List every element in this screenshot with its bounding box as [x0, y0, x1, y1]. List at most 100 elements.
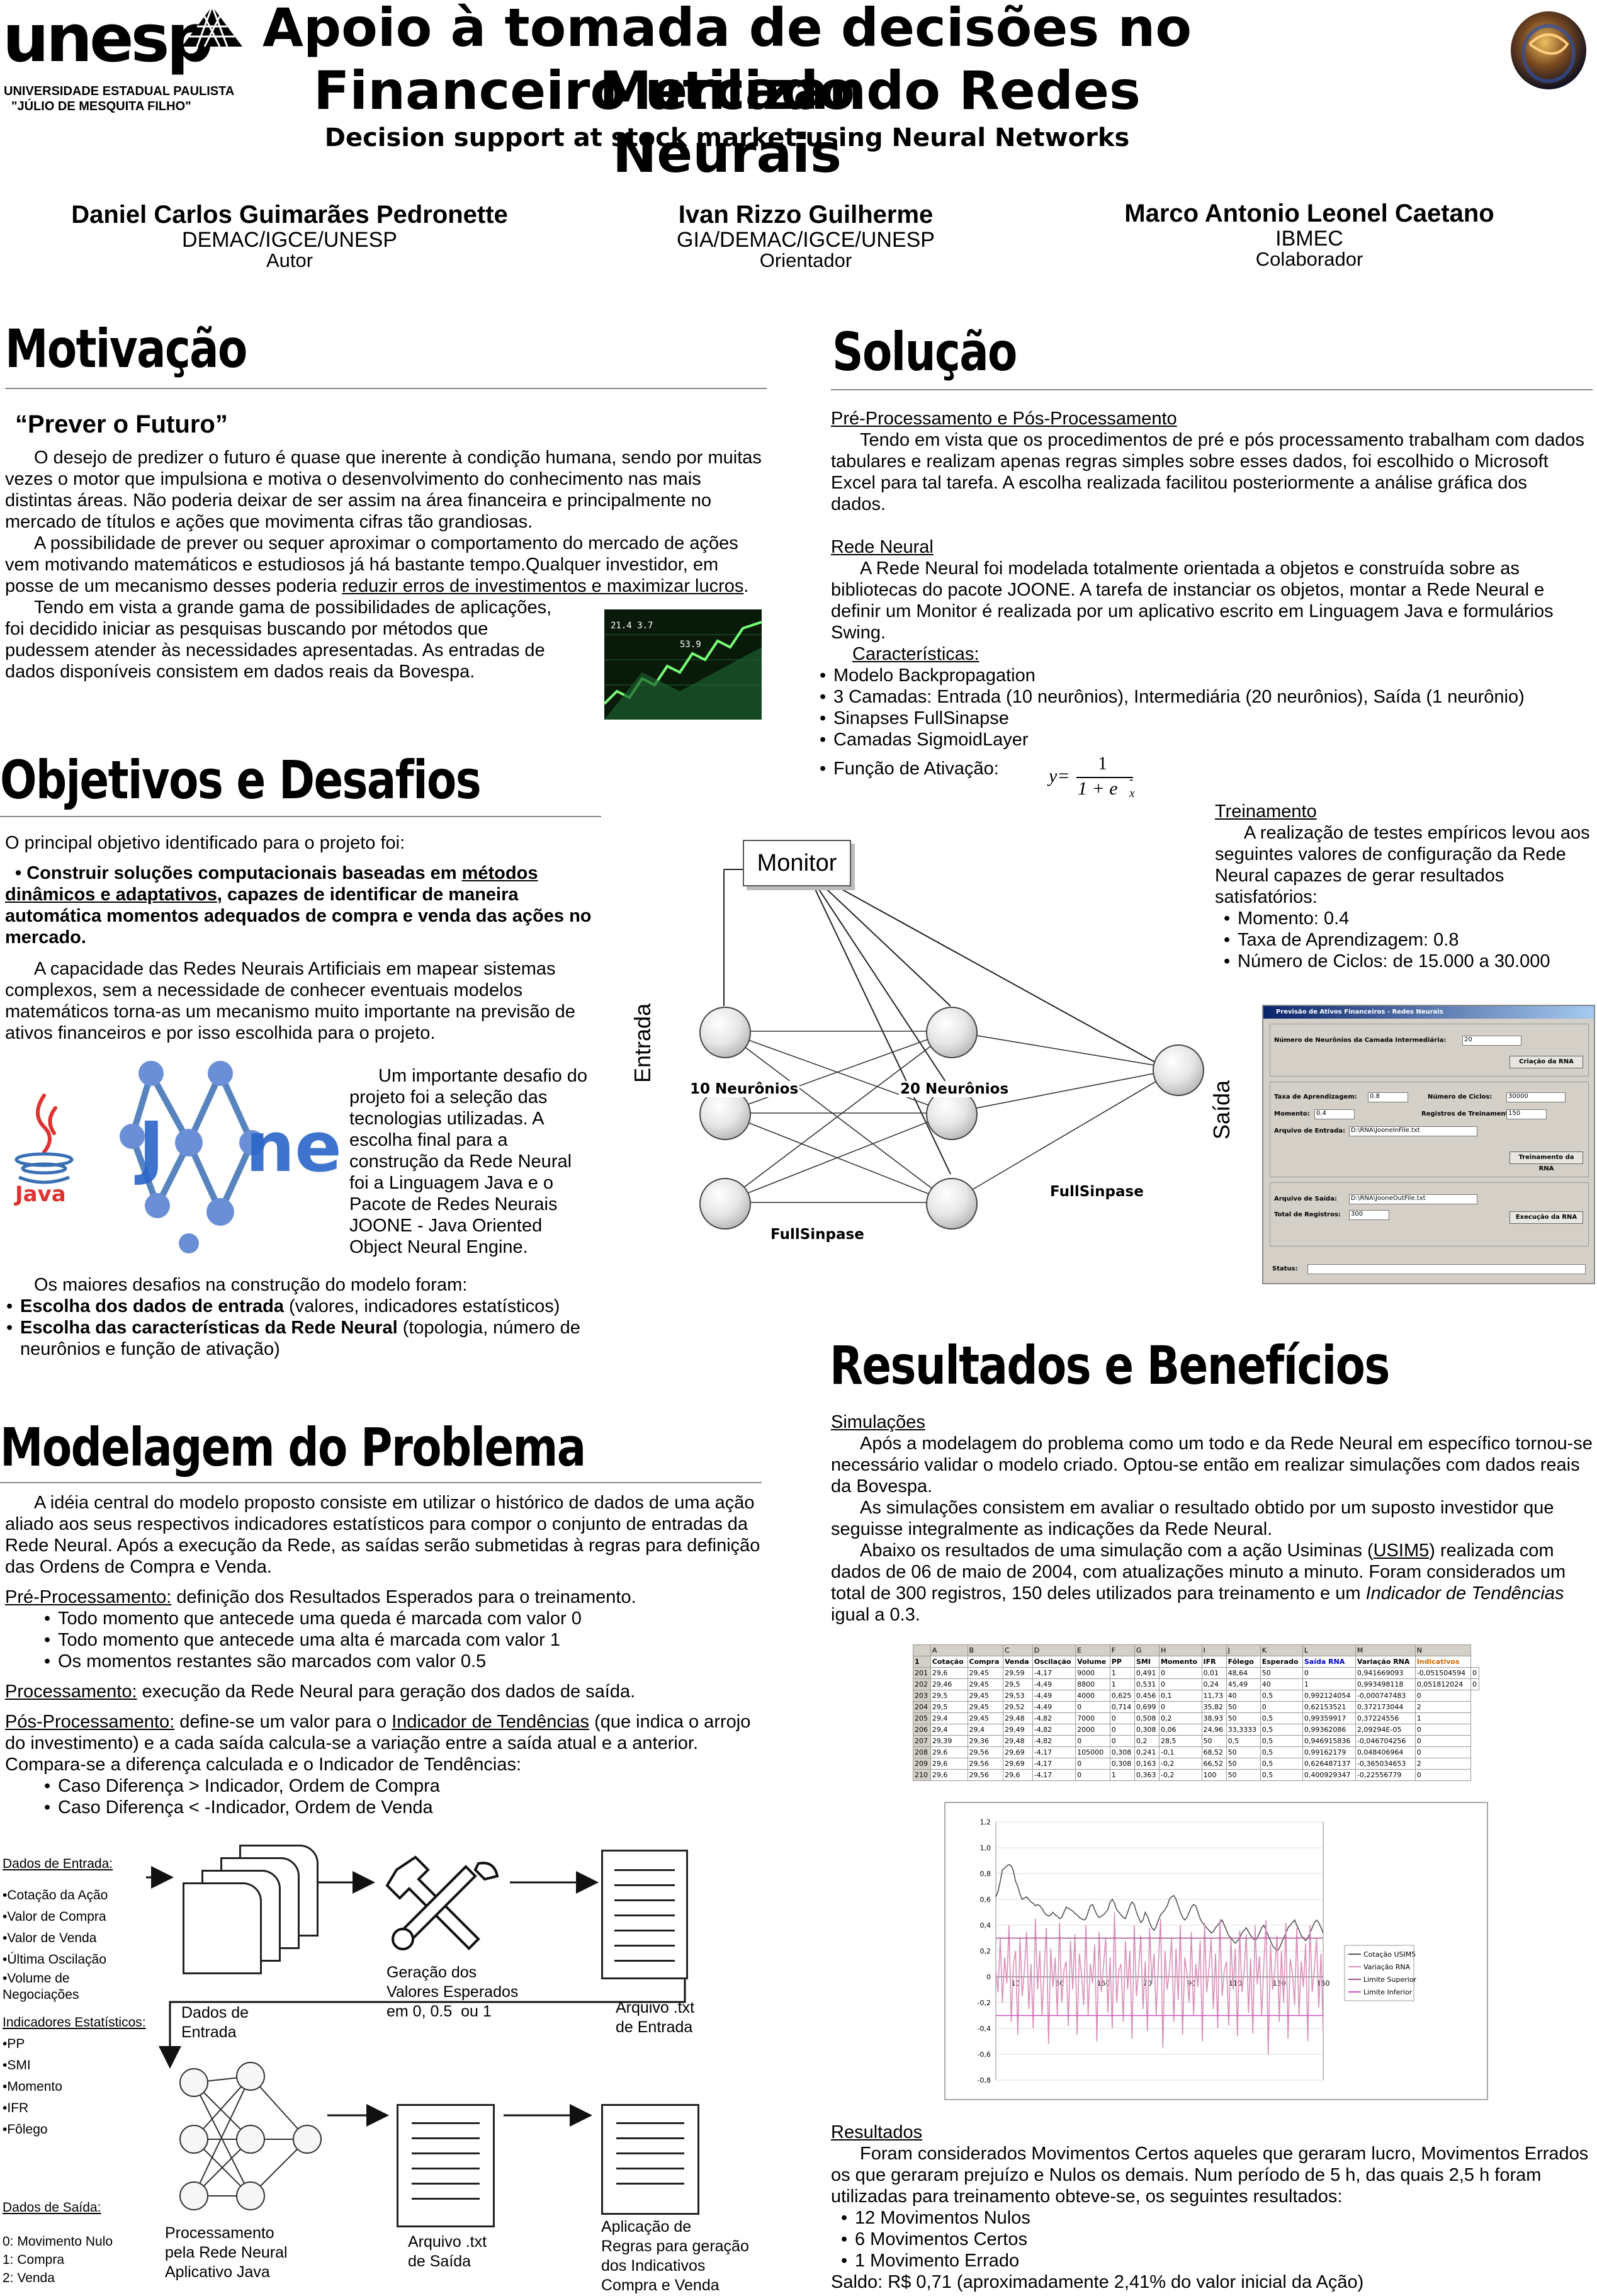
- momentum-field[interactable]: 0.4: [1314, 1109, 1355, 1119]
- list-item: Os momentos restantes são marcados com v…: [43, 1651, 767, 1672]
- output-file-field[interactable]: D:\RNA\JooneOutFile.txt: [1349, 1194, 1477, 1204]
- table-cell: 0,363: [1134, 1769, 1160, 1781]
- svg-text:53.9: 53.9: [680, 640, 701, 650]
- list-item: Escolha das características da Rede Neur…: [5, 1317, 603, 1360]
- table-cell: 29,69: [1003, 1746, 1033, 1758]
- table-cell: 0: [1158, 1667, 1202, 1679]
- table-cell: -4,82: [1032, 1724, 1076, 1736]
- table-cell: 50: [1226, 1746, 1261, 1758]
- legend-item: 1: Compra: [3, 2253, 65, 2267]
- y-tick-label: -0,4: [978, 2025, 991, 2033]
- table-cell: H: [1158, 1644, 1202, 1656]
- treinamento-text: Treinamento A realização de testes empír…: [1215, 801, 1593, 972]
- table-cell: 0,62153521: [1302, 1701, 1356, 1713]
- saldo: Saldo: R$ 0,71 (aproximadamente 2,41% do…: [831, 2272, 1364, 2292]
- section-heading-objetivos: Objetivos e Desafios: [0, 749, 482, 811]
- y-tick-label: 0,4: [980, 1921, 991, 1930]
- legend-item: •Fôlego: [3, 2122, 48, 2137]
- window-titlebar: Previsão de Ativos Financeiros - Redes N…: [1263, 1006, 1594, 1019]
- table-cell: 29,48: [1003, 1735, 1033, 1747]
- author-role: Orientador: [759, 249, 852, 271]
- paragraph: A idéia central do modelo proposto consi…: [5, 1493, 760, 1577]
- author-role: Autor: [266, 249, 313, 271]
- subheading: Treinamento: [1215, 801, 1317, 822]
- create-rna-button[interactable]: Criação da RNA: [1510, 1056, 1583, 1068]
- legend-item: •IFR: [3, 2101, 29, 2115]
- table-cell: I: [1201, 1644, 1227, 1656]
- resultados-text: Simulações Após a modelagem do problema …: [831, 1411, 1593, 1626]
- y-tick-label: 1,2: [980, 1818, 991, 1826]
- results-text: Resultados Foram considerados Movimentos…: [831, 2122, 1593, 2293]
- table-cell: 0,163: [1134, 1758, 1160, 1770]
- svg-text:21.4 3.7: 21.4 3.7: [611, 621, 653, 631]
- layer-label-20: 20 Neurônios: [899, 1081, 1010, 1097]
- synapse-label-2: FullSinpase: [1050, 1184, 1144, 1200]
- cycles-field[interactable]: 30000: [1506, 1092, 1566, 1102]
- synapse-line: [950, 1031, 1178, 1070]
- stock-chart-image: 21.4 3.7 53.9: [603, 609, 762, 720]
- y-tick-label: -0,6: [978, 2050, 991, 2059]
- table-cell: 29,5: [930, 1690, 968, 1702]
- table-cell: 1: [1302, 1678, 1356, 1690]
- list-item: Escolha dos dados de entrada (valores, i…: [5, 1296, 603, 1317]
- section-heading-motivacao: Motivação: [5, 318, 247, 380]
- input-file-field[interactable]: D:\RNA\JooneInFile.txt: [1349, 1126, 1477, 1136]
- table-cell: 0,400929347: [1302, 1769, 1356, 1781]
- table-cell: F: [1109, 1644, 1135, 1656]
- total-records-field[interactable]: 300: [1349, 1210, 1389, 1220]
- author-2: Ivan Rizzo Guilherme GIA/DEMAC/IGCE/UNES…: [604, 200, 1007, 271]
- table-cell: 48,64: [1226, 1667, 1261, 1679]
- table-cell: -4,82: [1032, 1735, 1076, 1747]
- table-cell: 0,241: [1134, 1746, 1160, 1758]
- table-cell: 206: [913, 1724, 931, 1736]
- table-cell: 0,993498118: [1355, 1678, 1416, 1690]
- train-rna-button[interactable]: Treinamento da RNA: [1510, 1151, 1583, 1172]
- table-cell: -4,17: [1032, 1769, 1076, 1781]
- table-cell: 1: [1414, 1712, 1472, 1724]
- table-cell: 2: [1414, 1758, 1472, 1770]
- table-cell: 0,5: [1260, 1712, 1303, 1724]
- table-cell: 2: [1414, 1701, 1472, 1713]
- layer-label-10: 10 Neurônios: [689, 1081, 800, 1097]
- table-cell: IFR: [1201, 1656, 1227, 1668]
- desafio-text: Um importante desafio do projeto foi a s…: [349, 1066, 588, 1257]
- table-cell: 1: [913, 1656, 931, 1668]
- table-cell: M: [1355, 1644, 1416, 1656]
- brain-image: [1504, 6, 1593, 101]
- execute-rna-button[interactable]: Execução da RNA: [1510, 1211, 1583, 1224]
- learning-rate-field[interactable]: 0.8: [1368, 1092, 1408, 1102]
- modelagem-text: A idéia central do modelo proposto consi…: [5, 1492, 767, 1818]
- y-tick-label: -0,8: [978, 2076, 991, 2084]
- synapse-line: [723, 1031, 951, 1114]
- table-cell: 0: [1109, 1724, 1135, 1736]
- table-cell: 100: [1201, 1769, 1227, 1781]
- series-line: [995, 1863, 1324, 1952]
- paragraph: Pós-Processamento: define-se um valor pa…: [5, 1712, 751, 1775]
- author-affiliation: IBMEC: [1275, 227, 1343, 251]
- table-cell: 203: [913, 1690, 931, 1702]
- author-name: Ivan Rizzo Guilherme: [678, 201, 934, 229]
- table-cell: 4000: [1075, 1690, 1110, 1702]
- flow-label-geracao: Geração dos Valores Esperados em 0, 0.5 …: [387, 1964, 519, 2020]
- table-cell: E: [1075, 1644, 1110, 1656]
- legend-label: Limite Superior: [1363, 1976, 1417, 1984]
- table-cell: 0: [1158, 1678, 1202, 1690]
- neurons-field[interactable]: 20: [1462, 1036, 1521, 1046]
- table-cell: 50: [1226, 1701, 1261, 1713]
- poster-title-line-1: Apoio à tomada de decisões no Mercado: [262, 0, 1192, 122]
- neuron-node: [926, 1178, 978, 1230]
- table-cell: -4,17: [1032, 1667, 1076, 1679]
- table-cell: 0,456: [1134, 1690, 1160, 1702]
- table-cell: Compra: [967, 1656, 1004, 1668]
- table-cell: 2000: [1075, 1724, 1110, 1736]
- legend-item: 0: Movimento Nulo: [3, 2234, 113, 2249]
- table-cell: 0: [1109, 1735, 1135, 1747]
- table-cell: 0,24: [1201, 1678, 1227, 1690]
- table-cell: -0,1: [1158, 1746, 1202, 1758]
- motivacao-text: O desejo de predizer o futuro é quase qu…: [5, 447, 767, 682]
- neural-network-diagram: [723, 1031, 1178, 1203]
- table-cell: -0,046704256: [1355, 1735, 1416, 1747]
- training-records-field[interactable]: 150: [1506, 1109, 1547, 1119]
